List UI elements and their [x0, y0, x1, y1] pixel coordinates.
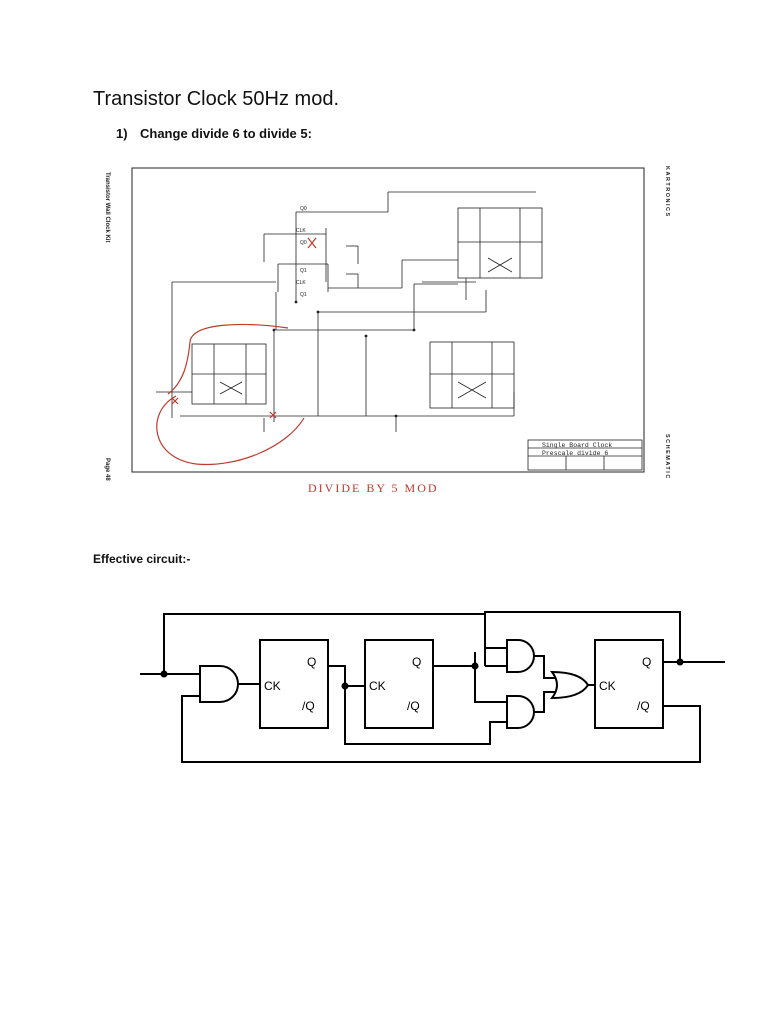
ff3-nq-label: /Q — [637, 699, 650, 713]
effective-circuit-label: Effective circuit:- — [93, 552, 191, 566]
signal-label-2: Q0 — [300, 240, 307, 246]
ff2-q-label: Q — [412, 655, 421, 669]
handwritten-note: DIVIDE BY 5 MOD — [308, 481, 439, 495]
ff1-ck-label: CK — [264, 679, 281, 693]
ff1-q-label: Q — [307, 655, 316, 669]
junction-output — [676, 658, 684, 666]
step-text: Change divide 6 to divide 5: — [140, 126, 312, 141]
and-gate-1 — [199, 665, 239, 703]
signal-label-3: Q1 — [300, 268, 307, 274]
and-gate-3 — [506, 695, 535, 729]
schematic-scan: Q0 CLK Q0 Q1 CLK Q1 Single Board Clock P… — [104, 166, 670, 495]
step-number: 1) — [116, 126, 128, 141]
ff2-nq-label: /Q — [407, 699, 420, 713]
step-1: 1) Change divide 6 to divide 5: — [116, 126, 312, 141]
title-block-line1: Single Board Clock — [542, 442, 612, 449]
ff2-ck-label: CK — [369, 679, 386, 693]
ff1-nq-label: /Q — [302, 699, 315, 713]
signal-label-4: CLK — [296, 280, 306, 286]
left-margin-text: Transistor Wall Clock Kit — [104, 172, 110, 242]
page-title: Transistor Clock 50Hz mod. — [93, 88, 339, 110]
left-page-text: Page 48 — [104, 458, 110, 481]
junction-ff2 — [471, 662, 479, 670]
and-gate-2 — [506, 639, 535, 673]
or-gate — [549, 670, 590, 700]
title-block-line2: Prescale divide 6 — [542, 450, 608, 457]
junction-ff1 — [341, 682, 349, 690]
signal-label-5: Q1 — [300, 292, 307, 298]
ff3-ck-label: CK — [599, 679, 616, 693]
right-bottom-text: SCHEMATIC — [664, 434, 670, 480]
ff3-q-label: Q — [642, 655, 651, 669]
signal-label-0: Q0 — [300, 206, 307, 212]
effective-circuit-diagram: Q /Q CK Q /Q CK Q /Q CK — [140, 611, 725, 763]
signal-label-1: CLK — [296, 228, 306, 234]
right-top-text: KARTRONICS — [664, 166, 670, 218]
junction-input — [160, 670, 168, 678]
flip-flop-2 — [364, 639, 434, 729]
